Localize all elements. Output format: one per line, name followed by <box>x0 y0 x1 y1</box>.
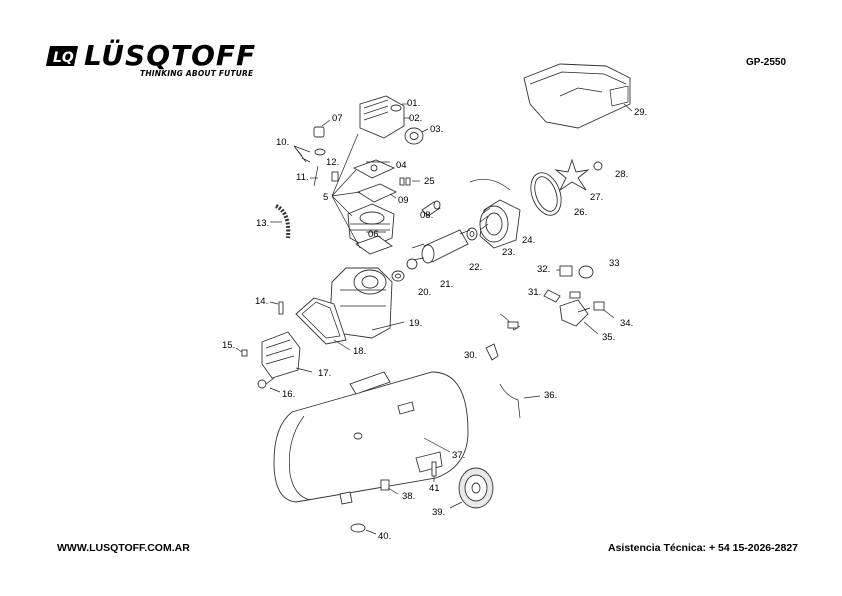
label-03: 03. <box>430 124 443 135</box>
part-30-elbow <box>485 343 499 361</box>
part-09-valve-plate <box>356 183 398 203</box>
label-22: 22. <box>469 262 482 273</box>
label-32: 32. <box>537 264 550 275</box>
label-10: 10. <box>276 137 289 148</box>
part-20-seal <box>391 270 405 282</box>
label-01: 01. <box>407 98 420 109</box>
part-27-fan <box>554 158 590 192</box>
brand-logo: LQ LÜSQTOFF THINKING ABOUT FUTURE <box>44 39 257 82</box>
label-12: 12. <box>326 157 339 168</box>
label-35: 35. <box>602 332 615 343</box>
part-14-bolt <box>269 301 284 315</box>
label-23: 23. <box>502 247 515 258</box>
part-41-foot <box>431 461 437 482</box>
label-13: 13. <box>256 218 269 229</box>
part-39-wheel <box>449 467 494 509</box>
label-05: 5 <box>323 192 328 203</box>
label-14: 14. <box>255 296 268 307</box>
brand-name: LÜSQTOFF <box>84 39 257 72</box>
label-36: 36. <box>544 390 557 401</box>
label-04: 04 <box>396 160 407 171</box>
label-06: 06. <box>368 229 381 240</box>
support-phone: Asistencia Técnica: + 54 15-2026-2827 <box>608 542 798 554</box>
label-07: 07 <box>332 113 343 124</box>
part-24-stator <box>469 179 521 249</box>
label-02: 02. <box>409 113 422 124</box>
label-39: 39. <box>432 507 445 518</box>
label-30: 30. <box>464 350 477 361</box>
part-32-pressure-switch <box>556 265 573 277</box>
part-10-bolts <box>293 145 326 163</box>
label-28: 28. <box>615 169 628 180</box>
label-38: 38. <box>402 491 415 502</box>
label-24: 24. <box>522 235 535 246</box>
label-26: 26. <box>574 207 587 218</box>
part-25-reeds <box>399 177 420 186</box>
part-38-drain <box>380 479 399 495</box>
label-18: 18. <box>353 346 366 357</box>
label-41: 41 <box>429 483 440 494</box>
part-18-gasket <box>295 297 351 351</box>
part-07-spring <box>313 119 331 138</box>
label-08: 08. <box>420 210 433 221</box>
part-35-manifold <box>559 299 599 335</box>
model-number: GP-2550 <box>746 57 787 68</box>
svg-text:LQ: LQ <box>53 50 74 66</box>
label-34: 34. <box>620 318 633 329</box>
part-21-bearing <box>406 258 418 270</box>
brand-tagline: THINKING ABOUT FUTURE <box>140 69 254 78</box>
label-40: 40. <box>378 531 391 542</box>
website-link[interactable]: WWW.LUSQTOFF.COM.AR <box>57 542 190 554</box>
label-27: 27. <box>590 192 603 203</box>
part-04-gasket <box>352 159 396 179</box>
label-15: 15. <box>222 340 235 351</box>
label-37: 37. <box>452 450 465 461</box>
part-02-cylinder-head <box>359 95 405 139</box>
part-42-tube <box>499 313 521 331</box>
part-15-screw <box>235 347 248 357</box>
part-34-valve <box>593 301 615 319</box>
part-29-shroud <box>523 63 633 129</box>
part-06-cylinder <box>347 203 395 255</box>
label-25: 25 <box>424 176 435 187</box>
part-31-fitting <box>543 289 581 303</box>
part-16-sight-glass <box>257 377 281 393</box>
label-11: 11. <box>296 172 309 183</box>
label-31: 31. <box>528 287 541 298</box>
part-28-nut <box>593 161 603 171</box>
part-36-pipe <box>499 383 541 419</box>
label-29: 29. <box>634 107 647 118</box>
label-19: 19. <box>409 318 422 329</box>
part-19-crankcase <box>329 267 405 339</box>
part-23-bearing <box>466 227 478 241</box>
brand-mark-icon: LQ <box>46 46 78 66</box>
label-16: 16. <box>282 389 295 400</box>
part-12-clip <box>331 171 339 182</box>
part-03-valve <box>404 127 424 145</box>
label-20: 20. <box>418 287 431 298</box>
label-09: 09 <box>398 195 409 206</box>
label-21: 21. <box>440 279 453 290</box>
part-11-pin <box>310 165 319 187</box>
label-33: 33 <box>609 258 620 269</box>
label-17: 17. <box>318 368 331 379</box>
part-22-rotor <box>411 229 471 264</box>
part-08-piston-pin <box>421 200 441 217</box>
part-33-cap <box>578 265 594 279</box>
part-40-plug <box>350 523 377 535</box>
part-26-fan-cover <box>530 172 562 216</box>
part-13-hose <box>270 204 291 239</box>
part-17-side-cover <box>261 331 313 379</box>
